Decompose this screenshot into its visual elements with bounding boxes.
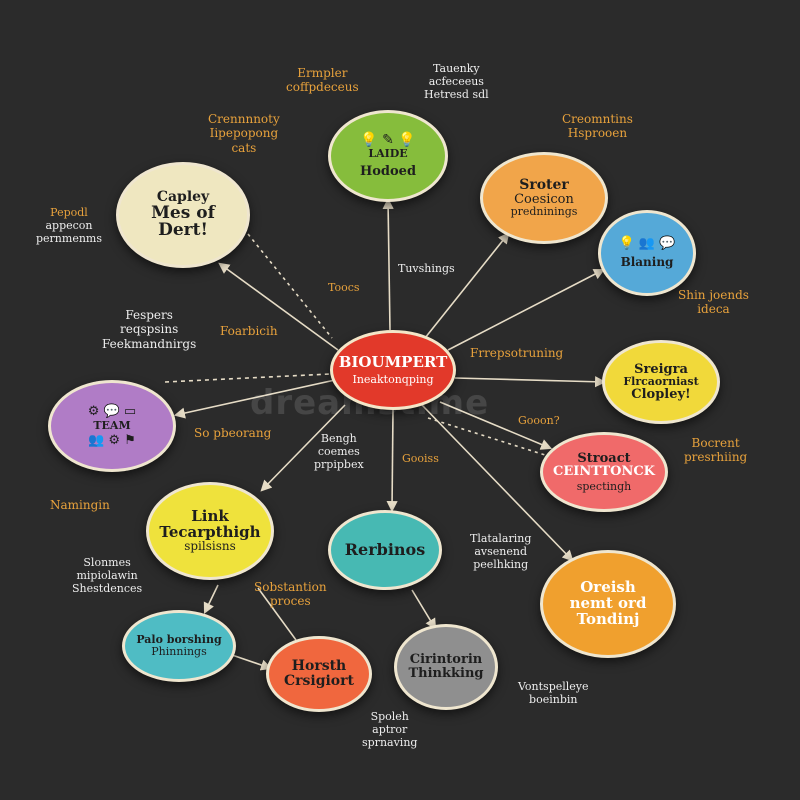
- people-icon: 💡 👥 💬: [618, 236, 676, 252]
- label-freprsotruning: Frrepsotruning: [470, 346, 564, 360]
- connector-sreigra: [454, 376, 607, 388]
- central-node-subtitle: Ineaktonqping: [352, 372, 434, 386]
- label-namingin: Namingin: [50, 498, 110, 512]
- connector-capley: [218, 262, 339, 351]
- node-top-idea[interactable]: 💡 ✎ 💡 LAIDE Hodoed: [328, 110, 448, 202]
- connector-top-idea: [382, 197, 394, 331]
- node-horsth-line1: Horsth: [291, 658, 347, 675]
- node-horsth-line2: Crsigiort: [283, 673, 354, 689]
- connector-sroter: [424, 232, 510, 339]
- node-cirintorin[interactable]: Cirintorin Thinkking: [394, 624, 498, 710]
- node-sreigra[interactable]: Sreigra Flrcaorniast Clopley!: [602, 340, 720, 424]
- node-cirintorin-line1: Cirintorin: [409, 652, 483, 668]
- node-sroter-line2: Coesicon: [514, 191, 574, 207]
- node-blue-planning[interactable]: 💡 👥 💬 Blaning: [598, 210, 696, 296]
- node-purple-team-line1: TEAM: [93, 419, 131, 433]
- connector-stroact: [439, 401, 553, 450]
- node-sroter[interactable]: Sroter Coesicon predninings: [480, 152, 608, 244]
- connector-oreish: [421, 404, 574, 562]
- connector-rerbinos: [386, 409, 398, 513]
- connector-purple-team: [173, 379, 336, 419]
- node-purple-team[interactable]: ⚙ 💬 ▭ TEAM 👥 ⚙ ⚑: [48, 380, 176, 472]
- node-oreish-line3: Tondinj: [576, 609, 640, 628]
- node-horsth[interactable]: Horsth Crsigiort: [266, 636, 372, 712]
- connector-link: [260, 404, 346, 492]
- node-sreigra-line1: Sreigra: [634, 361, 688, 377]
- node-cirintorin-line2: Thinkking: [408, 666, 484, 681]
- node-palo-line2: Phinnings: [151, 645, 207, 658]
- node-link-line2: Tecarpthigh: [159, 522, 261, 541]
- node-link[interactable]: Link Tecarpthigh spilsisns: [146, 482, 274, 580]
- node-oreish-line1: Oreish: [580, 578, 636, 597]
- node-rerbinos[interactable]: Rerbinos: [328, 510, 442, 590]
- node-oreish-line2: nemt ord: [569, 594, 647, 613]
- node-stroact-line2: CEINTTONCK: [553, 464, 655, 480]
- connector-link-horsth: [257, 587, 297, 641]
- node-capley[interactable]: Capley Mes of Dert!: [116, 162, 250, 268]
- node-rerbinos-line1: Rerbinos: [344, 539, 426, 559]
- node-link-line3: spilsisns: [184, 539, 236, 554]
- node-stroact-line3: spectingh: [576, 479, 632, 493]
- node-stroact-line1: Stroact: [577, 450, 631, 466]
- node-link-line1: Link: [191, 506, 229, 525]
- central-node-title: BIOUMPERT: [338, 352, 448, 371]
- node-capley-line3: Dert!: [158, 220, 208, 241]
- connector-capley-dash: [247, 233, 333, 339]
- node-top-idea-line1: LAIDE: [368, 146, 408, 160]
- label-goeiss: Gooiss: [402, 452, 439, 465]
- lightbulb-icon: 💡 ✎ 💡: [360, 132, 416, 149]
- connector-link-palo: [203, 584, 219, 615]
- node-capley-line1: Capley: [156, 188, 210, 205]
- node-palo-line1: Palo borshing: [136, 633, 222, 647]
- node-sreigra-line3: Clopley!: [631, 386, 691, 402]
- node-top-idea-line2: Hodoed: [359, 164, 417, 180]
- node-stroact[interactable]: Stroact CEINTTONCK spectingh: [540, 432, 668, 512]
- node-capley-line2: Mes of: [151, 202, 215, 223]
- node-blue-planning-line1: Blaning: [620, 255, 674, 270]
- label-tooocs: Toocs: [328, 281, 360, 294]
- node-sroter-line1: Sroter: [519, 177, 569, 194]
- connector-rerbinos-cirintorin: [411, 589, 437, 630]
- node-sreigra-line2: Flrcaorniast: [623, 375, 699, 389]
- node-sroter-line3: predninings: [510, 205, 578, 219]
- group-icon: 👥 ⚙ ⚑: [88, 432, 136, 448]
- node-oreish[interactable]: Oreish nemt ord Tondinj: [540, 550, 676, 658]
- connector-blue-planning: [447, 268, 605, 351]
- node-palo[interactable]: Palo borshing Phinnings: [122, 610, 236, 682]
- label-so-pbeorang: So pbeorang: [194, 426, 272, 440]
- label-tuvshings: Tuvshings: [398, 262, 455, 275]
- connector-palo-horsth: [231, 654, 273, 671]
- label-goeon: Gooon?: [518, 414, 560, 427]
- connector-extra-left-dash: [164, 373, 331, 383]
- label-foarbicih: Foarbicih: [220, 324, 278, 338]
- gear-icon: ⚙ 💬 ▭: [87, 403, 137, 419]
- central-node[interactable]: BIOUMPERT Ineaktonqping: [330, 330, 456, 410]
